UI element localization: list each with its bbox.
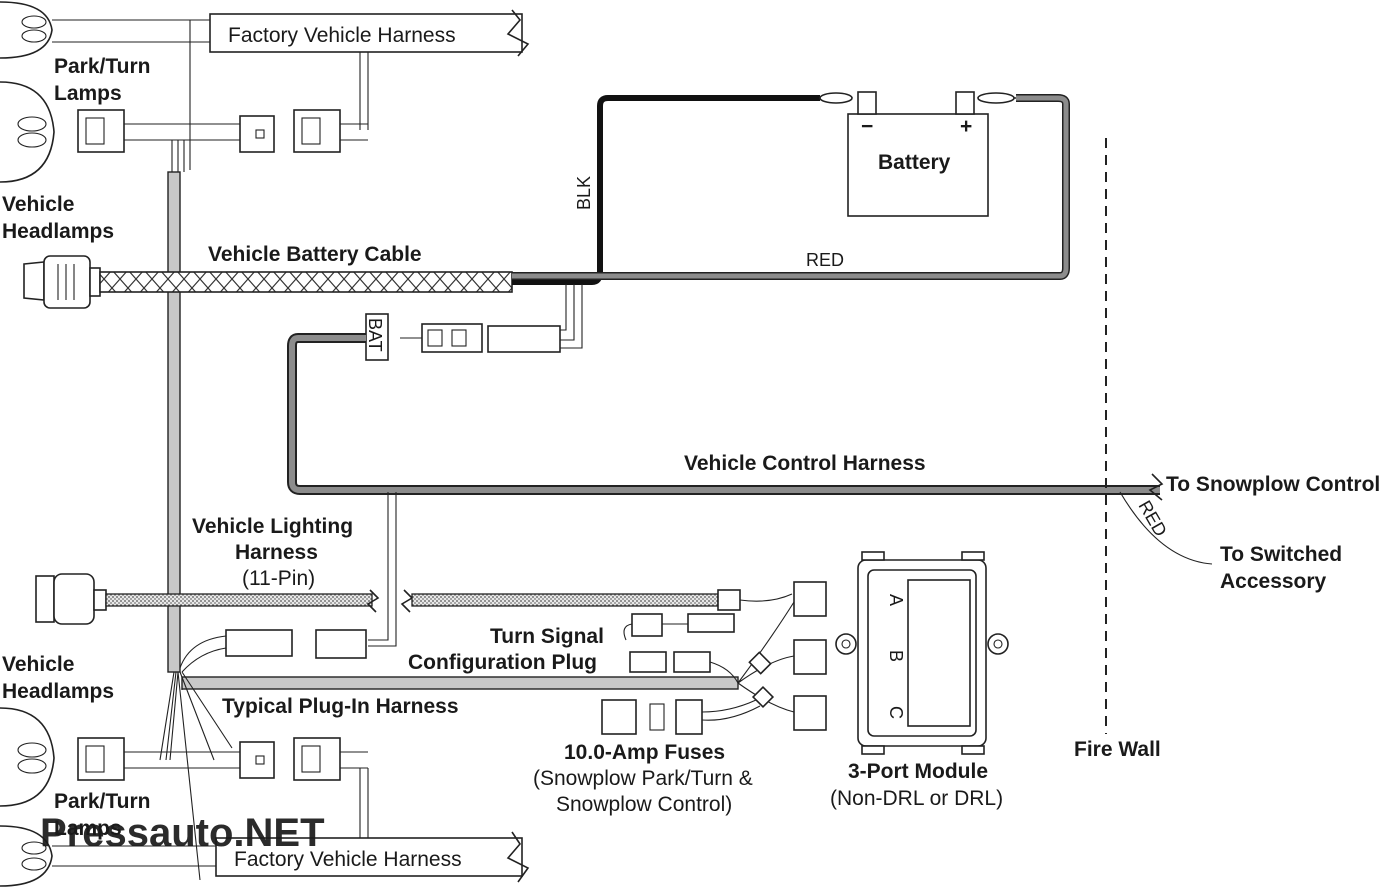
battery-wires — [512, 92, 1070, 285]
control-harness — [287, 333, 1213, 565]
headlamps-top-label: Vehicle — [2, 193, 74, 216]
battery-minus: − — [861, 115, 873, 138]
park-turn-bottom-label: Park/Turn — [54, 790, 150, 813]
plug-in-harness-label: Typical Plug-In Harness — [222, 695, 459, 718]
turn-signal-label: Turn Signal — [490, 625, 604, 648]
control-harness-label: Vehicle Control Harness — [684, 452, 926, 475]
turn-signal-label-2: Configuration Plug — [408, 651, 597, 674]
fuses-label-3: Snowplow Control) — [556, 793, 732, 816]
plug-in-harness — [181, 581, 827, 731]
headlamps-top-label-2: Headlamps — [2, 220, 114, 243]
bat-connector — [365, 284, 583, 361]
blk-label: BLK — [574, 176, 594, 210]
battery-cable — [23, 255, 513, 309]
fuses-label: 10.0-Amp Fuses — [564, 741, 725, 764]
module-label: 3-Port Module — [848, 760, 988, 783]
module-label-2: (Non-DRL or DRL) — [830, 787, 1003, 810]
port-a-label: A — [886, 594, 906, 606]
factory-harness-top — [209, 9, 530, 130]
park-turn-top-label-2: Lamps — [54, 82, 122, 105]
park-turn-lamp-bottom — [0, 825, 216, 887]
lighting-harness-label-2: Harness — [235, 541, 318, 564]
battery — [847, 91, 989, 217]
battery-label: Battery — [878, 151, 951, 174]
factory-harness-bottom-label: Factory Vehicle Harness — [234, 848, 462, 871]
park-turn-bottom-label-2: Lamps — [54, 817, 122, 840]
to-snowplow-label: To Snowplow Control — [1166, 473, 1380, 496]
factory-harness-top-label: Factory Vehicle Harness — [228, 24, 456, 47]
park-turn-top-label: Park/Turn — [54, 55, 150, 78]
port-b-label: B — [886, 650, 906, 662]
to-switched-label-2: Accessory — [1220, 570, 1327, 593]
bat-label: BAT — [365, 318, 385, 352]
battery-plus: + — [960, 115, 972, 138]
park-turn-lamp-top — [0, 1, 210, 170]
bottom-fan-wires — [159, 671, 233, 881]
red-top-label: RED — [806, 250, 844, 270]
port-c-label: C — [886, 706, 906, 719]
fuses — [601, 699, 761, 735]
headlamps-bottom-label-2: Headlamps — [2, 680, 114, 703]
lighting-harness-label: Vehicle Lighting — [192, 515, 353, 538]
headlamp-bottom — [0, 707, 369, 840]
battery-cable-label: Vehicle Battery Cable — [208, 243, 422, 266]
fuses-label-2: (Snowplow Park/Turn & — [533, 767, 753, 790]
red-diag-label: RED — [1135, 497, 1171, 540]
three-port-module — [835, 551, 1009, 755]
fire-wall-label: Fire Wall — [1074, 738, 1161, 761]
lighting-harness — [35, 492, 741, 673]
lighting-harness-label-3: (11-Pin) — [242, 567, 315, 590]
vertical-trunk — [167, 140, 185, 673]
watermark: Pressauto.NET — [40, 811, 325, 855]
turn-signal-plug — [623, 593, 793, 673]
headlamp-top — [0, 81, 368, 183]
factory-harness-bottom — [215, 831, 530, 883]
to-switched-label: To Switched — [1220, 543, 1342, 566]
headlamps-bottom-label: Vehicle — [2, 653, 74, 676]
